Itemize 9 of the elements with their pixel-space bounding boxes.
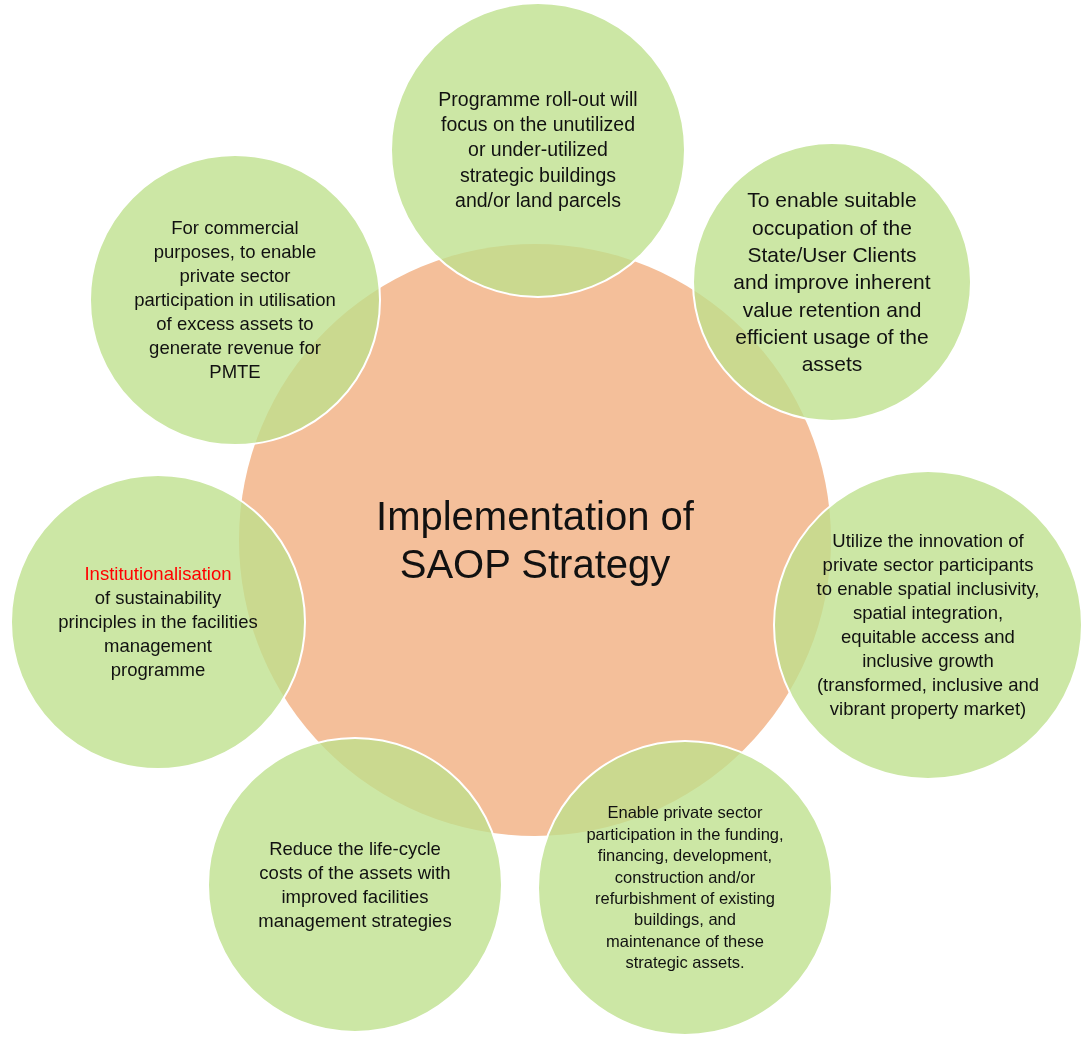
circle-text: Programme roll-out will focus on the unutilized or under-utilized strategic buildings and/or land parcels: [438, 86, 638, 213]
circle-text: Utilize the innovation of private sector participants to enable spatial inclusivity, spatial integration, equitable access and inclusive growth (transformed, inclusive and vibrant property market): [815, 528, 1041, 722]
circle-text: of sustainability principles in the facilities management programme: [58, 585, 258, 683]
highlighted-word: Institutionalisation: [83, 561, 233, 586]
circle-text: To enable suitable occupation of the State/User Clients and improve inherent value retention and efficient usage of the assets: [732, 187, 932, 378]
circle-text: For commercial purposes, to enable private sector participation in utilisation of excess assets to generate revenue for PMTE: [133, 215, 337, 385]
circle-text: Reduce the life-cycle costs of the assets with improved facilities management strategies: [257, 836, 453, 934]
circle-text: Enable private sector participation in the funding, financing, development, construction and/or refurbishment of existing buildings, and maintenance of these strategic assets.: [585, 802, 785, 974]
title-text: Implementation of SAOP Strategy: [375, 493, 695, 588]
